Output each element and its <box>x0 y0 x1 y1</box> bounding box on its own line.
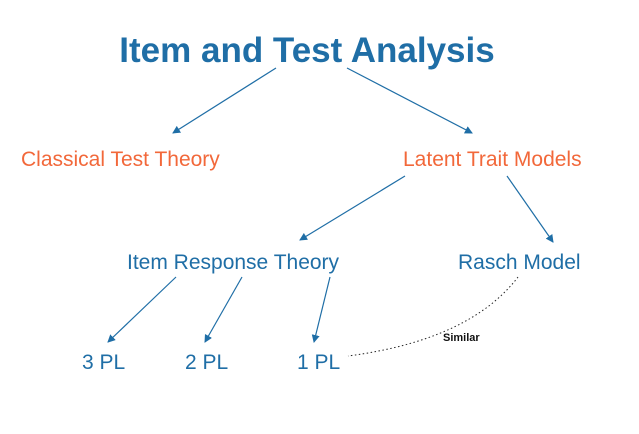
arrow-latent-to-rasch <box>506 175 554 243</box>
arrow-irt-to-3pl <box>107 276 177 343</box>
arrow-latent-to-irt <box>299 175 406 241</box>
node-latent-trait-models: Latent Trait Models <box>403 148 582 171</box>
node-classical-test-theory: Classical Test Theory <box>21 148 220 171</box>
arrow-title-to-classical <box>172 67 277 134</box>
node-3pl: 3 PL <box>82 351 126 374</box>
node-1pl: 1 PL <box>297 351 341 374</box>
node-item-response-theory: Item Response Theory <box>127 251 340 274</box>
arrow-irt-to-1pl <box>311 276 331 343</box>
arrow-title-to-latent <box>346 67 473 134</box>
dotted-similar-link <box>347 276 519 357</box>
arrow-irt-to-2pl <box>204 276 243 343</box>
node-rasch-model: Rasch Model <box>458 251 581 274</box>
diagram-title: Item and Test Analysis <box>119 31 495 70</box>
similar-label: Similar <box>443 332 480 344</box>
node-2pl: 2 PL <box>185 351 229 374</box>
